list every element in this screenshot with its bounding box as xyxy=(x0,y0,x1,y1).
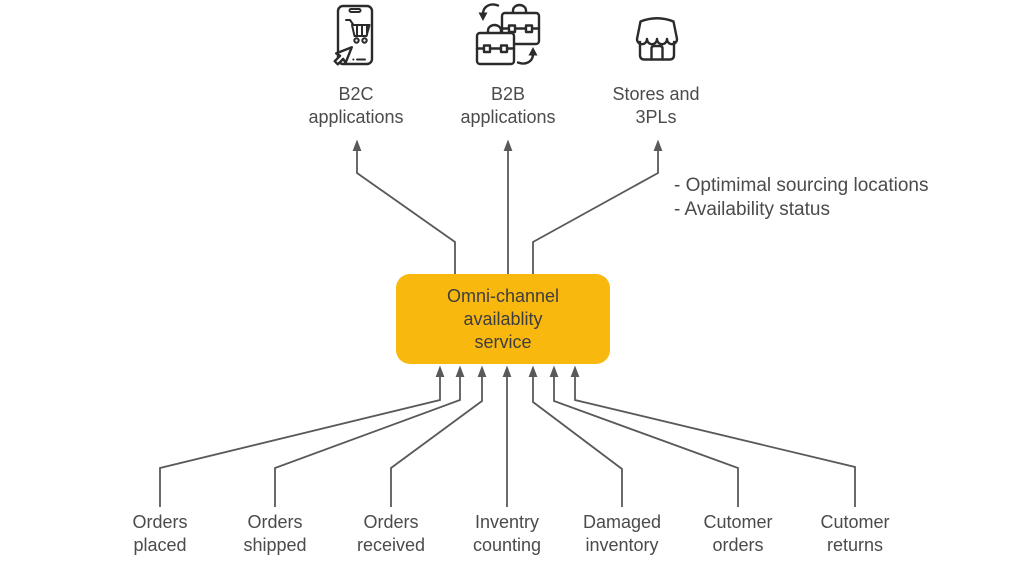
label-line: applications xyxy=(308,107,404,127)
center-box-line: Omni-channel xyxy=(446,285,560,306)
label-line: B2C xyxy=(338,84,374,104)
label-line: placed xyxy=(133,535,187,555)
label-line: inventory xyxy=(585,535,659,555)
center-box-line: availablity xyxy=(463,308,543,329)
output-label-b2b: B2B applications xyxy=(433,83,583,129)
center-box: Omni-channel availablity service xyxy=(396,274,610,364)
annotation-item: - Optimimal sourcing locations xyxy=(674,175,929,196)
label-line: B2B xyxy=(490,84,526,104)
label-line: orders xyxy=(712,535,764,555)
briefcase-sync-icon xyxy=(474,2,542,66)
input-label-orders-placed: Orders placed xyxy=(100,511,220,557)
center-box-line: service xyxy=(474,331,532,352)
phone-cart-icon xyxy=(324,4,384,68)
output-label-stores: Stores and 3PLs xyxy=(581,83,731,129)
label-line: Cutomer xyxy=(703,512,773,532)
label-line: returns xyxy=(826,535,884,555)
label-line: counting xyxy=(472,535,542,555)
annotation-item: - Availability status xyxy=(674,199,830,220)
input-label-orders-shipped: Orders shipped xyxy=(215,511,335,557)
label-line: Inventry xyxy=(474,512,540,532)
label-line: Orders xyxy=(363,512,419,532)
label-line: shipped xyxy=(243,535,307,555)
label-line: Stores and xyxy=(612,84,700,104)
output-label-b2c: B2C applications xyxy=(281,83,431,129)
label-line: applications xyxy=(460,107,556,127)
label-line: 3PLs xyxy=(635,107,677,127)
label-line: Orders xyxy=(247,512,303,532)
input-label-inventory-counting: Inventry counting xyxy=(447,511,567,557)
label-line: Cutomer xyxy=(820,512,890,532)
input-label-customer-orders: Cutomer orders xyxy=(678,511,798,557)
input-label-customer-returns: Cutomer returns xyxy=(795,511,915,557)
input-label-orders-received: Orders received xyxy=(331,511,451,557)
storefront-icon xyxy=(629,10,685,64)
annotation-list: - Optimimal sourcing locations - Availab… xyxy=(674,174,974,222)
label-line: received xyxy=(356,535,426,555)
label-line: Damaged xyxy=(582,512,662,532)
input-label-damaged-inventory: Damaged inventory xyxy=(562,511,682,557)
label-line: Orders xyxy=(132,512,188,532)
